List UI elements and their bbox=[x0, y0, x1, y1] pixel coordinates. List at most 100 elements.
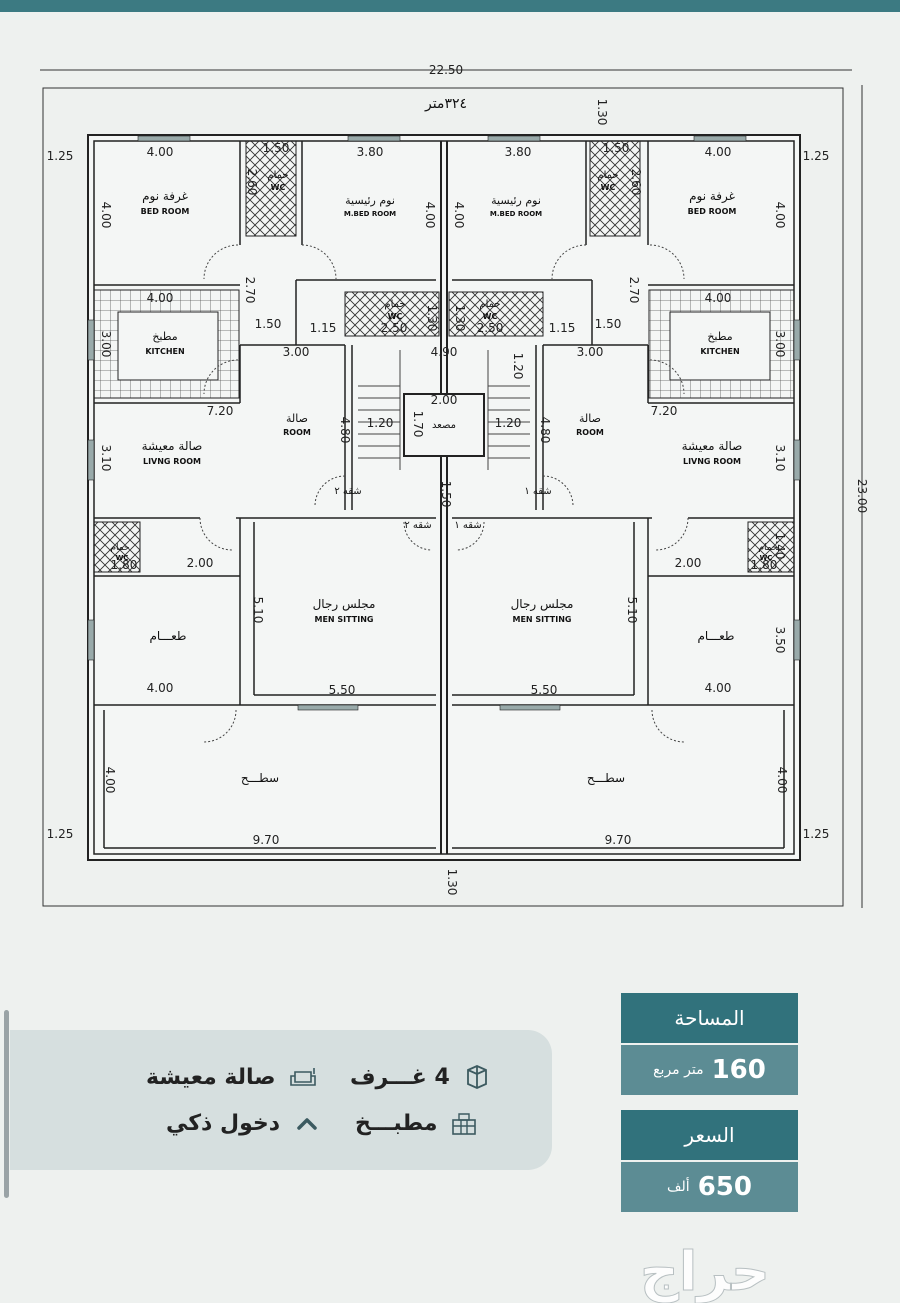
label-living-right-en: LIVNG ROOM bbox=[683, 457, 741, 466]
label-hall-right: صالة bbox=[579, 412, 601, 425]
dim-men-right-h: 5.10 bbox=[625, 597, 639, 624]
label-apt2-b: شقه ٢ bbox=[404, 520, 431, 531]
dim-wc3-corr: 2.00 bbox=[187, 556, 214, 570]
floor-plan: 22.50 23.00 ٣٢٤متر 1.30 1.30 1.25 1.25 1… bbox=[40, 63, 869, 908]
dim-corr-right-h: 2.70 bbox=[627, 277, 641, 304]
dim-master-left-w: 3.80 bbox=[357, 145, 384, 159]
dim-wc6-h: 1.40 bbox=[773, 533, 787, 560]
price-unit: ألف bbox=[667, 1179, 690, 1195]
price-label: السعر bbox=[621, 1110, 798, 1160]
plot-area-label: ٣٢٤متر bbox=[424, 96, 467, 112]
dim-wc4-w: 1.50 bbox=[603, 141, 630, 155]
dim-wc6-corr: 2.00 bbox=[675, 556, 702, 570]
dim-wc2-w: 2.50 bbox=[381, 321, 408, 335]
label-roof-right: سطـــح bbox=[587, 771, 625, 785]
area-unit: متر مربع bbox=[653, 1062, 704, 1078]
dim-corr-left-a: 1.50 bbox=[255, 317, 282, 331]
dim-roof-left-w: 9.70 bbox=[253, 833, 280, 847]
label-elevator: مصعد bbox=[432, 420, 456, 431]
label-living-left: صالة معيشة bbox=[142, 439, 203, 453]
dim-total-height: 23.00 bbox=[855, 479, 869, 513]
label-wc-6-en: WC bbox=[760, 554, 773, 562]
area-label: المساحة bbox=[621, 993, 798, 1043]
dim-master-left-h: 4.00 bbox=[423, 202, 437, 229]
dim-bed-left-w: 4.00 bbox=[147, 145, 174, 159]
label-wc-4: حمام bbox=[597, 170, 618, 181]
dim-wc6-w: 1.80 bbox=[751, 558, 778, 572]
label-hall-right-en: ROOM bbox=[576, 428, 604, 437]
dim-side-right-top: 1.25 bbox=[803, 149, 830, 163]
dim-side-right-bottom: 1.25 bbox=[803, 827, 830, 841]
label-wc-5-en: WC bbox=[483, 312, 498, 321]
dim-bed-right-w: 4.00 bbox=[705, 145, 732, 159]
label-wc-1-en: WC bbox=[271, 183, 286, 192]
label-master-left: نوم رئيسية bbox=[345, 194, 395, 207]
dim-dining-left-w: 4.00 bbox=[147, 681, 174, 695]
dim-roof-right-h: 4.00 bbox=[775, 767, 789, 794]
dim-corr-right-b: 1.15 bbox=[549, 321, 576, 335]
label-men-right: مجلس رجال bbox=[511, 597, 574, 612]
label-master-right: نوم رئيسية bbox=[491, 194, 541, 207]
price-box: السعر ألف 650 bbox=[621, 1110, 798, 1212]
dim-elevator-h: 1.70 bbox=[411, 411, 425, 438]
dim-bed-left-h: 4.00 bbox=[99, 202, 113, 229]
dim-wc4-h: 2.60 bbox=[629, 169, 643, 196]
label-wc-6: حمام bbox=[758, 543, 777, 553]
dim-stair-l: 1.20 bbox=[367, 416, 394, 430]
dim-corr-right-c: 3.00 bbox=[577, 345, 604, 359]
room-cube-icon bbox=[466, 1065, 487, 1089]
label-wc-1: حمام bbox=[267, 170, 288, 181]
dim-bed-right-h: 4.00 bbox=[773, 202, 787, 229]
label-bedroom-left: غرفة نوم bbox=[142, 189, 188, 204]
scroll-indicator[interactable] bbox=[4, 1010, 9, 1198]
label-kitchen-right-en: KITCHEN bbox=[700, 347, 739, 356]
dim-side-left-top: 1.25 bbox=[47, 149, 74, 163]
label-hall-left: صالة bbox=[286, 412, 308, 425]
label-living-left-en: LIVNG ROOM bbox=[143, 457, 201, 466]
dim-living-right-h: 3.10 bbox=[773, 445, 787, 472]
haraj-watermark: حراج bbox=[640, 1240, 770, 1303]
price-value: 650 bbox=[697, 1172, 752, 1202]
label-kitchen-left: مطبخ bbox=[152, 330, 177, 343]
label-dining-left: طعـــام bbox=[150, 629, 187, 643]
features-panel: 4 غـــرف صالة معيشة مطبـــخ دخول ذكي bbox=[10, 1030, 552, 1170]
dim-elevator-w: 2.00 bbox=[431, 393, 458, 407]
dim-corr-right-a: 1.50 bbox=[595, 317, 622, 331]
dim-wc1-w: 1.50 bbox=[263, 141, 290, 155]
price-value-row: ألف 650 bbox=[621, 1162, 798, 1212]
dim-wc3-w: 1.80 bbox=[111, 558, 138, 572]
label-wc-3-en: WC bbox=[116, 554, 129, 562]
dim-kitchen-left-h: 3.00 bbox=[99, 331, 113, 358]
dim-wc2-h: 1.30 bbox=[425, 305, 439, 332]
dim-living-left-h: 3.10 bbox=[99, 445, 113, 472]
dim-master-right-h: 4.00 bbox=[452, 202, 466, 229]
label-wc-5: حمام bbox=[479, 299, 500, 310]
label-kitchen-right: مطبخ bbox=[707, 330, 732, 343]
label-men-right-en: MEN SITTING bbox=[513, 615, 572, 624]
feature-rooms: 4 غـــرف bbox=[350, 1062, 492, 1092]
label-wc-2: حمام bbox=[384, 299, 405, 310]
dim-total-width: 22.50 bbox=[429, 63, 463, 77]
dim-entry-h: 1.50 bbox=[439, 481, 453, 508]
label-men-left: مجلس رجال bbox=[313, 597, 376, 612]
label-wc-3: حمام bbox=[110, 543, 129, 553]
dim-wc1-h: 2.60 bbox=[245, 169, 259, 196]
sofa-icon bbox=[289, 1068, 316, 1086]
label-kitchen-left-en: KITCHEN bbox=[145, 347, 184, 356]
dim-stair-w: 4.90 bbox=[431, 345, 458, 359]
dim-men-left-w: 5.50 bbox=[329, 683, 356, 697]
dim-side-left-bottom: 1.25 bbox=[47, 827, 74, 841]
feature-kitchen: مطبـــخ bbox=[355, 1108, 479, 1138]
dim-setback-top: 1.30 bbox=[595, 99, 609, 126]
dim-kitchen-right-w: 4.00 bbox=[705, 291, 732, 305]
dim-corr-left-c: 3.00 bbox=[283, 345, 310, 359]
dim-wc5-h: 1.30 bbox=[453, 305, 467, 332]
feature-living: صالة معيشة bbox=[146, 1062, 318, 1092]
dim-hall-left-h: 4.80 bbox=[338, 417, 352, 444]
dim-men-left-h: 5.10 bbox=[251, 597, 265, 624]
dim-kitchen-right-h: 3.00 bbox=[773, 331, 787, 358]
dim-roof-right-w: 9.70 bbox=[605, 833, 632, 847]
chevron-up-icon bbox=[297, 1118, 317, 1130]
label-hall-left-en: ROOM bbox=[283, 428, 311, 437]
label-wc-2-en: WC bbox=[388, 312, 403, 321]
